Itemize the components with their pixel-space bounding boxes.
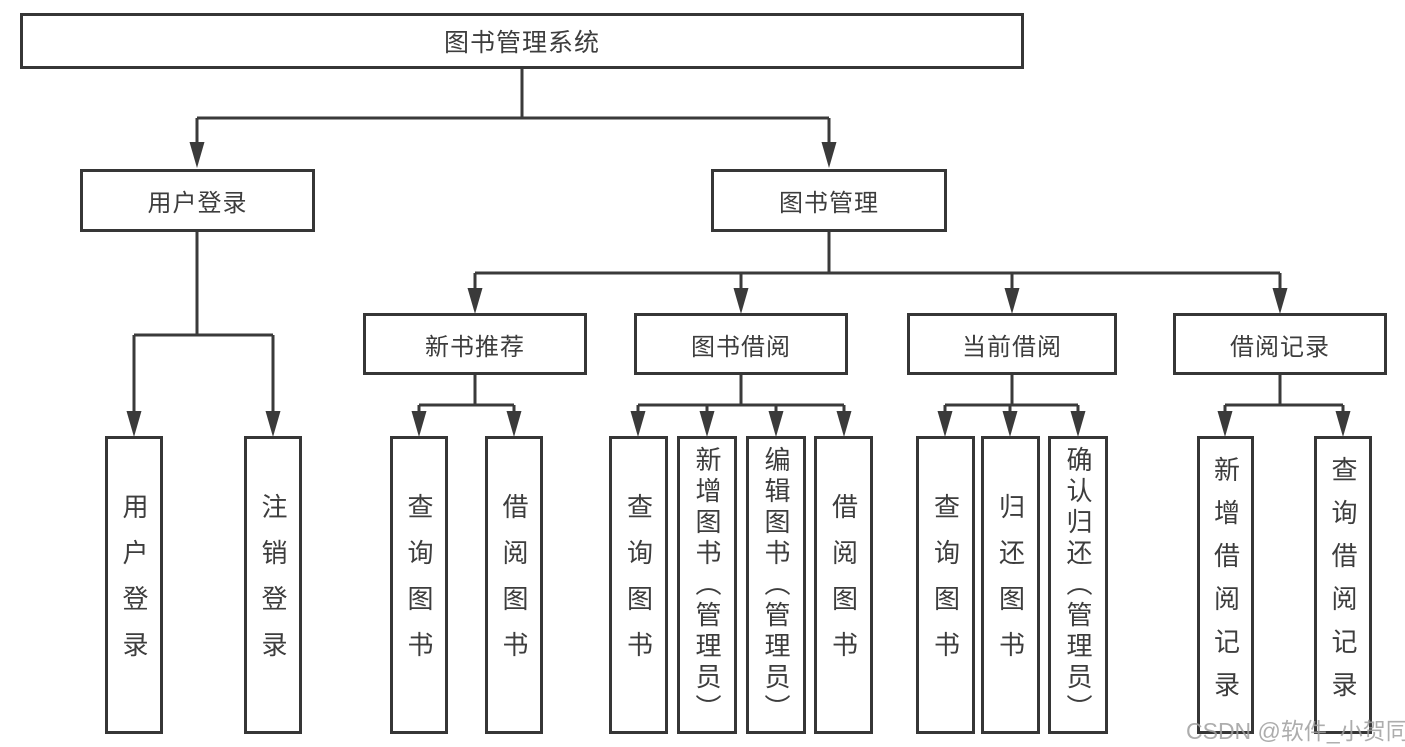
leaf-logout: 注销登录	[244, 436, 302, 734]
leaf-return-books: 归还图书	[981, 436, 1040, 734]
leaf-query-books-recommend: 查询图书	[390, 436, 448, 734]
leaf-query-borrow-record-label: 查询借阅记录	[1328, 456, 1358, 714]
leaf-query-books-current-label: 查询图书	[930, 493, 961, 677]
node-borrow-records: 借阅记录	[1173, 313, 1387, 375]
node-root: 图书管理系统	[20, 13, 1024, 69]
leaf-confirm-return-admin-label: 确认归还（管理员）	[1063, 445, 1093, 725]
leaf-query-books-borrow-label: 查询图书	[623, 493, 654, 677]
node-new-book-recommend-label: 新书推荐	[425, 333, 525, 361]
node-user-login: 用户登录	[80, 169, 315, 232]
leaf-add-borrow-record: 新增借阅记录	[1197, 436, 1254, 734]
leaf-query-borrow-record: 查询借阅记录	[1314, 436, 1372, 734]
node-book-borrow-label: 图书借阅	[691, 333, 791, 361]
leaf-query-books-recommend-label: 查询图书	[404, 493, 434, 677]
watermark: CSDN @软件_小贺同学	[1186, 718, 1405, 744]
leaf-user-login: 用户登录	[105, 436, 163, 734]
node-book-management-label: 图书管理	[779, 190, 879, 217]
leaf-query-books-borrow: 查询图书	[609, 436, 668, 734]
node-current-borrow: 当前借阅	[907, 313, 1117, 375]
node-borrow-records-label: 借阅记录	[1230, 333, 1330, 361]
leaf-add-borrow-record-label: 新增借阅记录	[1210, 456, 1241, 714]
node-new-book-recommend: 新书推荐	[363, 313, 587, 375]
leaf-edit-books-admin-label: 编辑图书（管理员）	[761, 445, 791, 725]
node-book-borrow: 图书借阅	[634, 313, 848, 375]
leaf-confirm-return-admin: 确认归还（管理员）	[1048, 436, 1108, 734]
leaf-borrow-books-label: 借阅图书	[828, 493, 859, 677]
leaf-add-books-admin-label: 新增图书（管理员）	[692, 445, 722, 725]
node-book-management: 图书管理	[711, 169, 947, 232]
node-root-label: 图书管理系统	[443, 29, 600, 57]
node-current-borrow-label: 当前借阅	[962, 333, 1062, 361]
leaf-query-books-current: 查询图书	[916, 436, 975, 734]
leaf-return-books-label: 归还图书	[995, 493, 1026, 677]
leaf-borrow-books-recommend: 借阅图书	[485, 436, 543, 734]
leaf-borrow-books: 借阅图书	[814, 436, 873, 734]
leaf-edit-books-admin: 编辑图书（管理员）	[746, 436, 806, 734]
node-user-login-label: 用户登录	[147, 190, 248, 217]
leaf-logout-label: 注销登录	[258, 493, 288, 677]
leaf-add-books-admin: 新增图书（管理员）	[677, 436, 737, 734]
leaf-user-login-label: 用户登录	[119, 493, 149, 677]
leaf-borrow-books-recommend-label: 借阅图书	[499, 493, 529, 677]
